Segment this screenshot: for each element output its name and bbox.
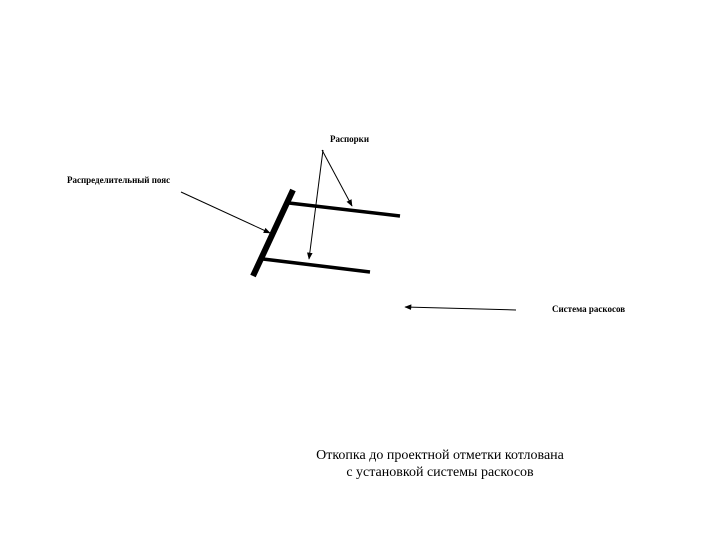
distribution-belt-label: Распределительный пояс	[67, 175, 171, 185]
distribution-belt-beam	[250, 188, 296, 278]
bracing-arrow	[404, 304, 517, 311]
struts-arrow-upper	[321, 149, 353, 207]
belt-arrow	[180, 191, 271, 234]
diagram-caption: Откопка до проектной отметки котлована с…	[240, 447, 640, 481]
struts-arrow-lower	[307, 149, 324, 260]
bracing-system-label: Система раскосов	[552, 304, 626, 314]
struts-label: Распорки	[330, 134, 370, 144]
caption-line-2: с установкой системы раскосов	[346, 465, 534, 480]
caption-line-1: Откопка до проектной отметки котлована	[316, 448, 564, 463]
upper-strut	[288, 201, 401, 218]
lower-strut	[262, 257, 371, 274]
